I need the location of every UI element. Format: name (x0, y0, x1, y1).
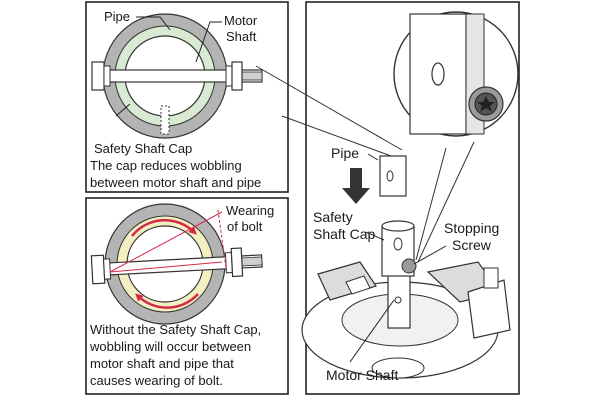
zoom-cone-right (417, 141, 475, 263)
top-motor-shaft-label-2: Shaft (226, 29, 257, 44)
wobble-arrow-top (131, 218, 197, 237)
bolt-washer-right (225, 65, 233, 87)
bolt-thread (239, 71, 263, 81)
top-motor-shaft-label-1: Motor (224, 13, 258, 28)
top-caption-line-2: between motor shaft and pipe (90, 175, 261, 190)
motor-shaft-assembly (381, 220, 417, 329)
bolt-head (91, 61, 105, 91)
bottom-caption-line-1: Without the Safety Shaft Cap, (90, 322, 261, 337)
right-cap-label-2: Shaft Cap (313, 226, 375, 242)
callout-line-top (255, 65, 403, 151)
leader-pipe (136, 16, 171, 31)
leader-cap (115, 103, 131, 117)
right-screw-label-1: Stopping (444, 220, 499, 236)
leader-right-motor (349, 299, 395, 363)
leader-right-cap (365, 231, 385, 241)
top-cap-label: Safety Shaft Cap (94, 141, 192, 156)
down-arrow-icon (342, 168, 370, 204)
leader-right-screw (413, 245, 447, 265)
bottom-panel: Wearing of bolt Without the Safety Shaft… (85, 197, 289, 395)
top-pipe-label: Pipe (104, 9, 130, 24)
stopping-screw-part (401, 258, 417, 274)
pipe-part (379, 155, 407, 197)
top-caption-line-1: The cap reduces wobbling (90, 158, 242, 173)
wearing-label-2: of bolt (227, 219, 263, 234)
bottom-caption-line-2: wobbling will occur between (89, 339, 251, 354)
leader-right-pipe (367, 153, 379, 161)
wear-line-lower (109, 261, 223, 273)
bottom-caption-line-3: motor shaft and pipe that (90, 356, 234, 371)
cap-hole (160, 105, 170, 135)
right-cap-label-1: Safety (313, 209, 353, 225)
right-motor-shaft-label: Motor Shaft (326, 367, 398, 383)
right-pipe-label: Pipe (331, 145, 359, 161)
wearing-label-1: Wearing (226, 203, 274, 218)
bottom-caption-line-4: causes wearing of bolt. (90, 373, 223, 388)
right-panel: Pipe Safety Shaft Cap Stopping Screw Mot… (255, 1, 520, 395)
right-screw-label-2: Screw (452, 237, 492, 253)
wobble-arrow-bottom (135, 293, 199, 309)
top-panel: Pipe Motor Shaft Safety Shaft Cap The ca… (85, 1, 289, 193)
bolt-washer-left (103, 65, 111, 87)
star-icon (477, 96, 495, 112)
bolt-nut (231, 61, 243, 91)
leader-motor-shaft (195, 21, 222, 63)
callout-line-bottom (281, 115, 403, 161)
zoom-cone-left (415, 147, 447, 261)
wear-line-upper (109, 211, 223, 273)
zoom-detail (393, 11, 519, 137)
